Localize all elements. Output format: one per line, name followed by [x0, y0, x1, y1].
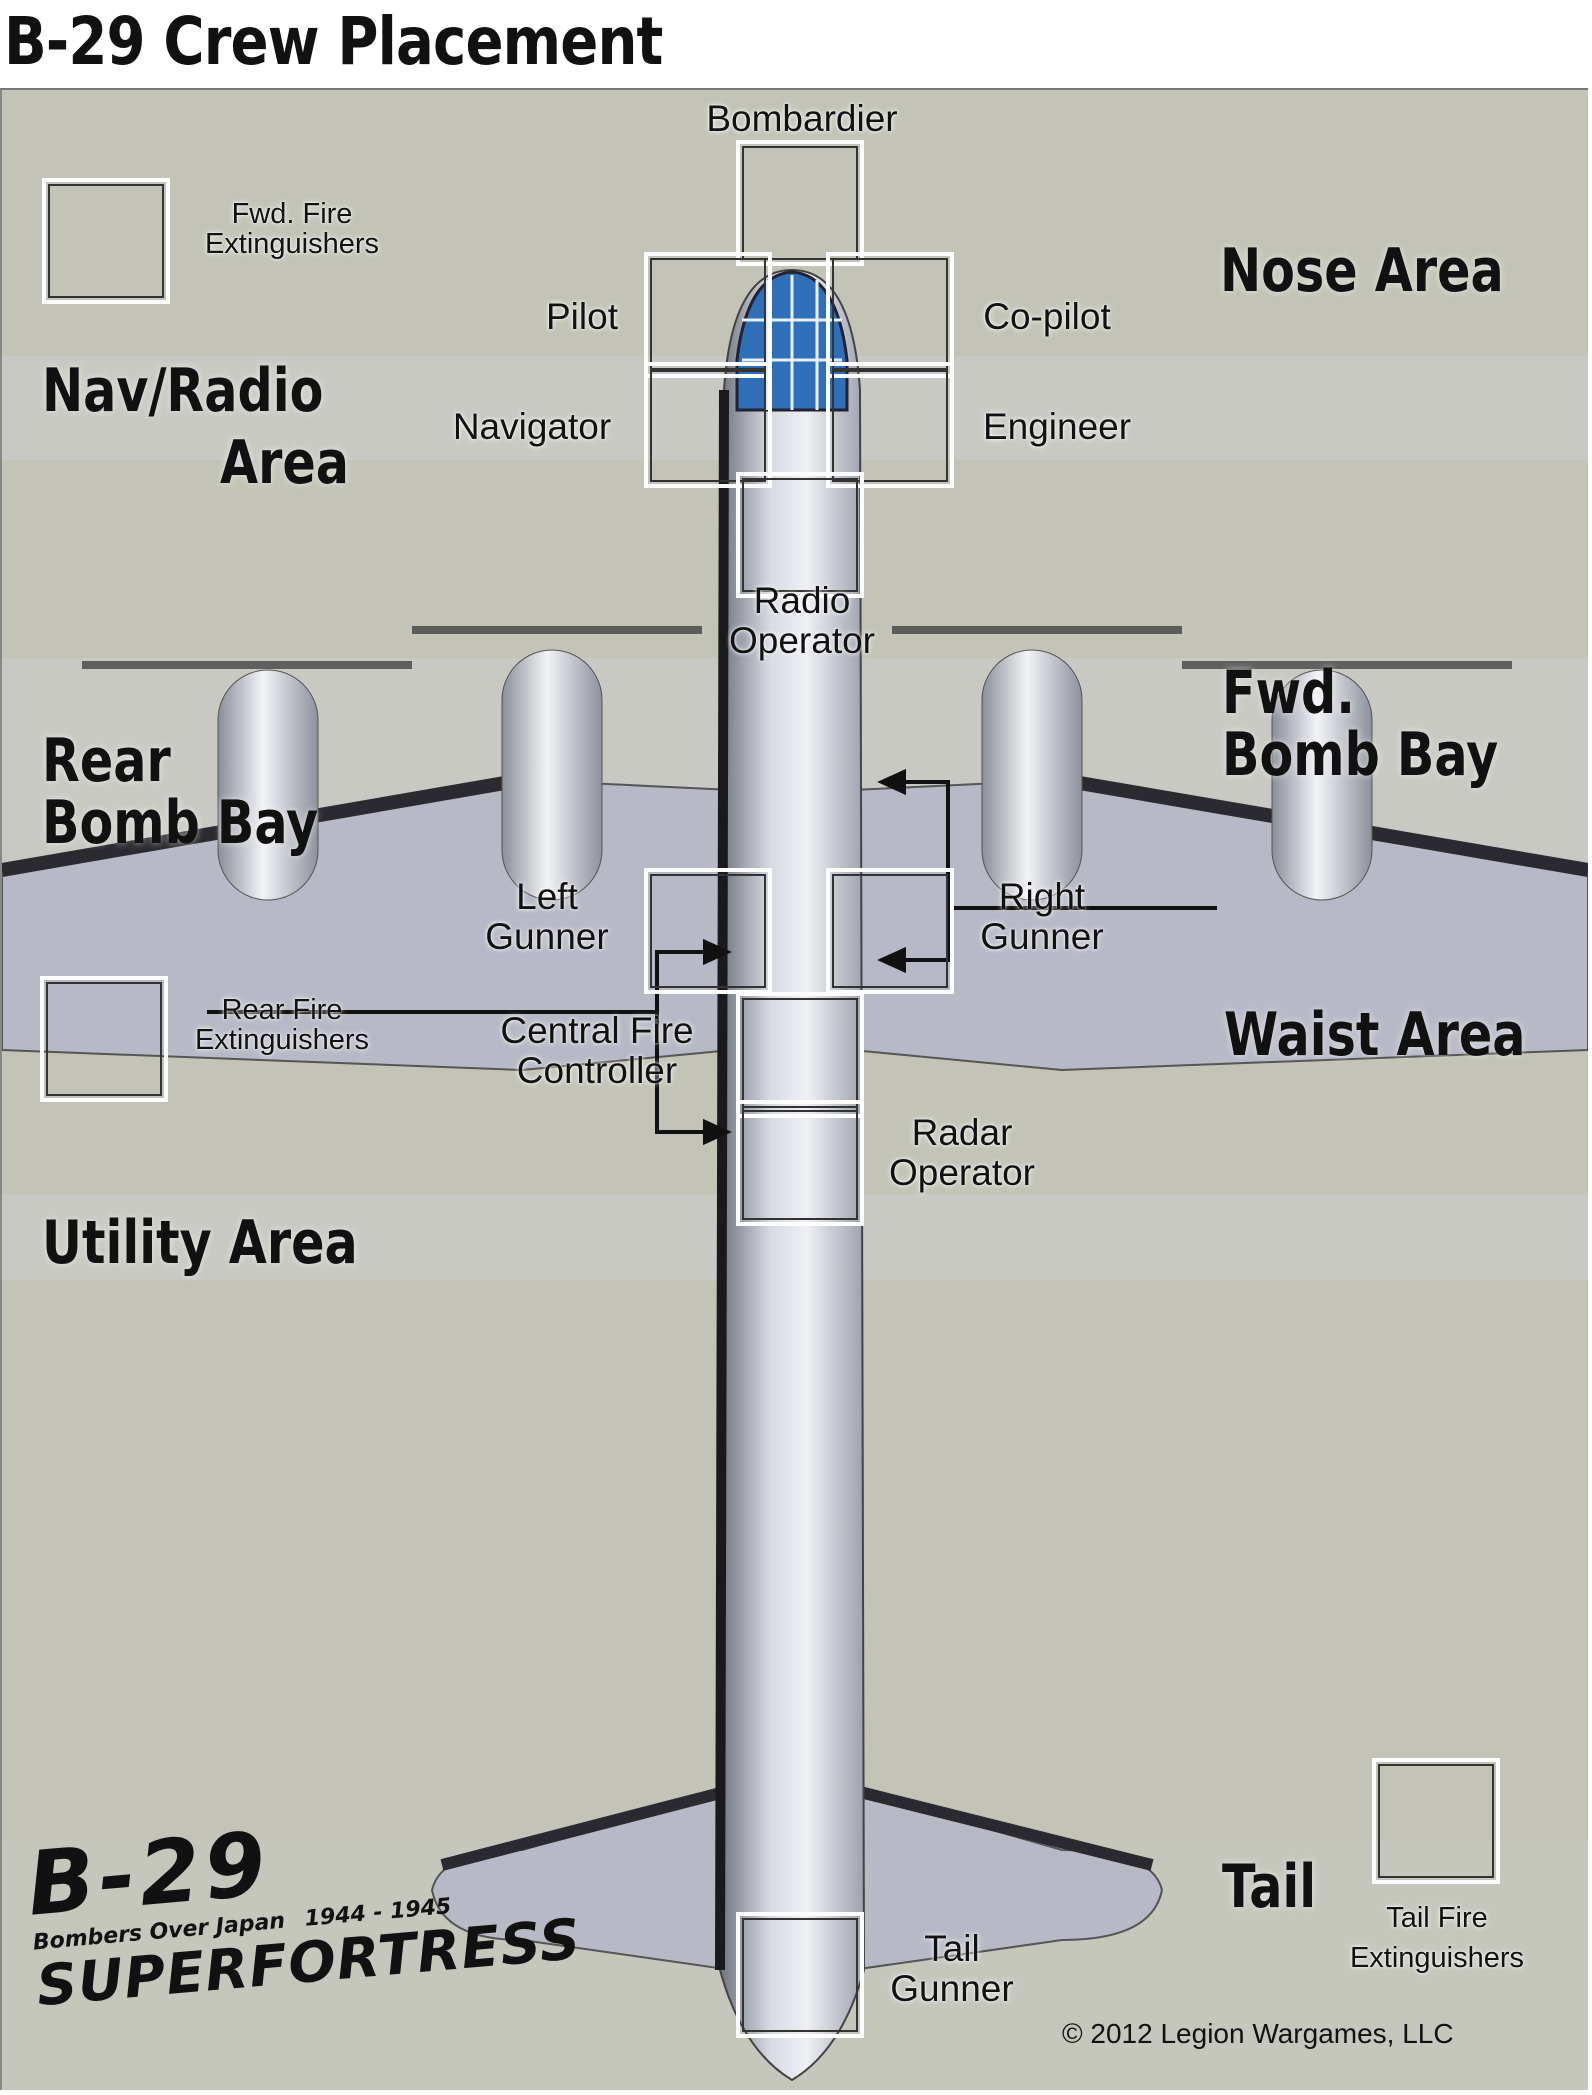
- rear-fire-extinguishers-label-line1: Rear Fire: [221, 994, 343, 1026]
- waist-area-label: Waist Area: [1224, 1000, 1526, 1070]
- central-fire-controller-label-line2: Controller: [516, 1050, 678, 1091]
- pilot-slot[interactable]: [644, 252, 772, 378]
- nose-area-label: Nose Area: [1220, 236, 1504, 306]
- engine-3: [892, 626, 1182, 901]
- fwd-fire-extinguishers-label-line2: Extinguishers: [204, 228, 380, 260]
- central-fire-controller-slot[interactable]: [736, 992, 864, 1118]
- fwd-fire-extinguishers-slot[interactable]: [42, 178, 170, 304]
- b29-aircraft-illustration: [2, 268, 1588, 2082]
- nav-radio-area-label-line1: Nav/Radio: [42, 356, 324, 426]
- rear-fire-extinguishers-label-line2: Extinguishers: [194, 1024, 370, 1056]
- rear-bomb-bay-label-line2: Bomb Bay: [42, 788, 319, 858]
- tail-fire-extinguishers-label-line2: Extinguishers: [1349, 1942, 1525, 1974]
- radar-operator-slot[interactable]: [736, 1100, 864, 1226]
- fuselage: [718, 268, 866, 2082]
- left-gunner-label-line2: Gunner: [485, 916, 609, 957]
- radar-operator-label-line1: Radar: [911, 1112, 1013, 1153]
- engine-1: [82, 661, 412, 901]
- engine-4: [1182, 661, 1512, 901]
- fwd-fire-extinguishers-label-line1: Fwd. Fire: [231, 198, 353, 230]
- right-gunner-label-line2: Gunner: [980, 916, 1104, 957]
- left-gunner-label-line1: Left: [516, 876, 578, 917]
- navigator-slot[interactable]: [644, 362, 772, 488]
- radar-operator-label-line2: Operator: [888, 1152, 1035, 1193]
- tail-fire-extinguishers-label-line1: Tail Fire: [1386, 1902, 1488, 1934]
- radio-operator-slot[interactable]: [736, 472, 864, 598]
- tail-gunner-label-line2: Gunner: [890, 1968, 1014, 2009]
- fwd-bomb-bay-label-line1: Fwd.: [1222, 658, 1355, 728]
- central-fire-controller-label-line1: Central Fire: [500, 1010, 694, 1051]
- page-title: B-29 Crew Placement Chart: [4, 3, 663, 164]
- fwd-bomb-bay-arrows: [877, 768, 1217, 974]
- tail-gunner-slot[interactable]: [736, 1912, 864, 2038]
- engine-2: [412, 626, 702, 901]
- radio-operator-label-line1: Radio: [753, 580, 851, 621]
- copyright-text: © 2012 Legion Wargames, LLC: [1062, 2018, 1454, 2049]
- utility-area-label: Utility Area: [42, 1208, 358, 1278]
- bombardier-label: Bombardier: [706, 98, 898, 139]
- rear-fire-extinguishers-slot[interactable]: [40, 976, 168, 1102]
- engineer-slot[interactable]: [826, 362, 954, 488]
- bombardier-slot[interactable]: [736, 140, 864, 266]
- co-pilot-label: Co-pilot: [983, 296, 1111, 337]
- tail-area-label: Tail: [1222, 1852, 1317, 1922]
- rear-bomb-bay-label-line1: Rear: [42, 726, 171, 796]
- crew-placement-board: Bombardier Pilot Co-pilot Navigator Engi…: [0, 88, 1588, 2090]
- right-gunner-slot[interactable]: [826, 868, 954, 994]
- left-gunner-slot[interactable]: [644, 868, 772, 994]
- nav-radio-area-label-line2: Area: [220, 428, 349, 498]
- fwd-bomb-bay-label-line2: Bomb Bay: [1222, 720, 1499, 790]
- right-gunner-label-line1: Right: [998, 876, 1086, 917]
- engineer-label: Engineer: [982, 406, 1132, 447]
- tail-fire-extinguishers-slot[interactable]: [1372, 1758, 1500, 1884]
- tail-gunner-label-line1: Tail: [924, 1928, 980, 1969]
- co-pilot-slot[interactable]: [826, 252, 954, 378]
- navigator-label: Navigator: [452, 406, 612, 447]
- radio-operator-label-line2: Operator: [728, 620, 875, 661]
- pilot-label: Pilot: [546, 296, 618, 337]
- rear-bomb-bay-arrows: [207, 938, 732, 1146]
